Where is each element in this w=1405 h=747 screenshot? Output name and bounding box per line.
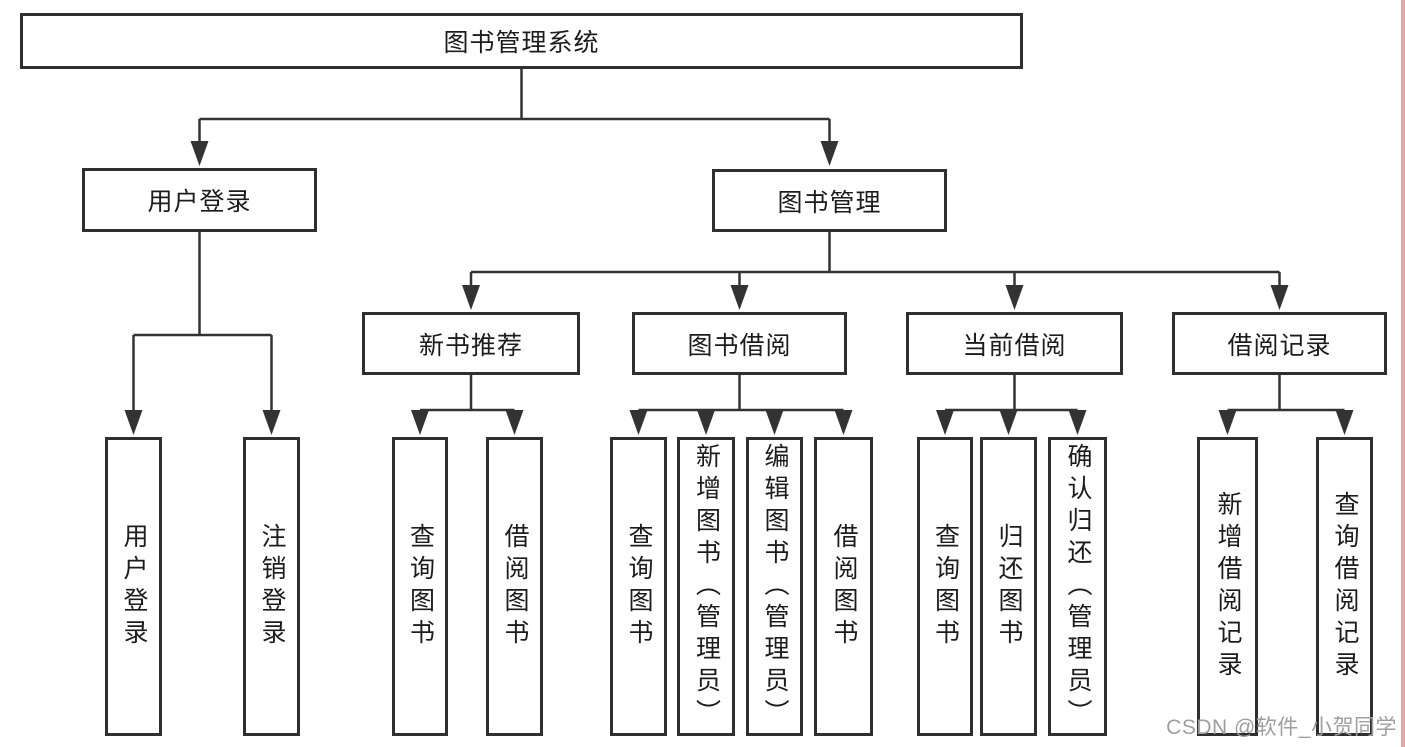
leaf-br-query-record-label: 查询借阅记录 [1331,490,1359,683]
leaf-bb-add-books-admin: 新增图书（管理员） [677,437,735,736]
leaf-cb-confirm-return-admin-label: 确认归还（管理员） [1064,442,1092,731]
node-user-login: 用户登录 [82,168,317,232]
node-root-label: 图书管理系统 [443,29,600,57]
leaf-cb-query-books-label: 查询图书 [931,522,960,651]
leaf-nb-query-books-label: 查询图书 [406,522,435,651]
node-new-book-recommend-label: 新书推荐 [418,331,523,360]
leaf-nb-borrow-books-label: 借阅图书 [501,522,529,651]
leaf-cb-return-books-label: 归还图书 [995,522,1023,651]
leaf-bb-edit-books-admin: 编辑图书（管理员） [746,437,803,736]
node-user-login-label: 用户登录 [147,188,252,216]
leaf-bb-query-books: 查询图书 [610,437,667,736]
leaf-logout: 注销登录 [243,437,300,736]
node-book-borrowing-label: 图书借阅 [687,331,792,360]
node-borrow-records: 借阅记录 [1172,312,1387,375]
leaf-cb-return-books: 归还图书 [980,437,1037,736]
node-book-borrowing: 图书借阅 [632,312,847,375]
node-root: 图书管理系统 [20,13,1023,69]
leaf-cb-confirm-return-admin: 确认归还（管理员） [1048,437,1107,736]
leaf-br-query-record: 查询借阅记录 [1316,437,1373,736]
leaf-cb-query-books: 查询图书 [917,437,973,736]
leaf-nb-query-books: 查询图书 [392,437,448,736]
leaf-bb-add-books-admin-label: 新增图书（管理员） [692,442,721,731]
node-book-management: 图书管理 [712,169,947,232]
node-book-management-label: 图书管理 [777,188,882,217]
csdn-watermark: CSDN @软件_小贺同学 [1166,716,1397,739]
leaf-bb-borrow-books: 借阅图书 [814,437,873,736]
node-current-borrowing: 当前借阅 [906,312,1123,375]
leaf-br-add-record: 新增借阅记录 [1197,437,1258,736]
node-current-borrowing-label: 当前借阅 [962,331,1067,360]
leaf-nb-borrow-books: 借阅图书 [486,437,543,736]
leaf-bb-edit-books-admin-label: 编辑图书（管理员） [761,442,789,731]
leaf-br-add-record-label: 新增借阅记录 [1214,490,1242,683]
leaf-bb-query-books-label: 查询图书 [625,522,653,651]
right-edge-accent-strip [1401,0,1405,747]
leaf-user-login-label: 用户登录 [120,522,148,651]
node-new-book-recommend: 新书推荐 [362,312,580,375]
leaf-user-login: 用户登录 [105,437,162,736]
node-borrow-records-label: 借阅记录 [1227,331,1332,360]
leaf-logout-label: 注销登录 [258,522,286,651]
leaf-bb-borrow-books-label: 借阅图书 [830,522,858,651]
